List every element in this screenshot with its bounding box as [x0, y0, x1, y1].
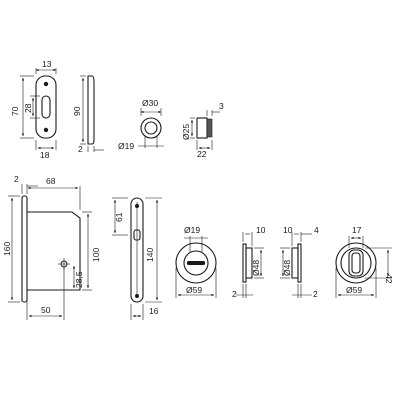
dim-side2-dia: Ø48: [282, 260, 292, 276]
dim-lock-backset: 50: [41, 305, 51, 315]
small-rose: Ø30 Ø19: [118, 98, 164, 151]
dim-strike-length: 90: [72, 106, 82, 116]
dim-lock-width: 68: [46, 176, 56, 186]
dim-lock-offset: 2: [14, 174, 19, 184]
dim-side2-top-a: 10: [283, 225, 293, 235]
dim-cyl-dia: Ø25: [181, 124, 191, 140]
mortise-lock-body: 2 68 160 100 28,5 50: [2, 174, 101, 320]
dim-plate-top: 61: [114, 212, 124, 222]
dim-strike-slot: 28: [23, 103, 33, 113]
dim-ring-outer: Ø59: [186, 285, 202, 295]
dim-pull-slot: 17: [352, 225, 362, 235]
dim-lock-center: 28,5: [74, 271, 84, 288]
dim-cyl-top: 3: [219, 101, 224, 111]
lock-face-plate: 61 140 16: [112, 197, 162, 320]
dim-lock-height: 160: [2, 242, 12, 256]
dim-side1-top: 10: [256, 225, 266, 235]
dim-side1-bottom: 2: [232, 289, 237, 299]
ring-side-view-1: 10 Ø48 2: [232, 225, 266, 299]
dim-strike-base: 18: [40, 150, 50, 160]
key-rose-ring: Ø19 Ø59: [175, 225, 217, 298]
flush-pull-handle: 17 Ø59 42: [335, 225, 394, 298]
dim-plate-width: 16: [149, 306, 159, 316]
dim-side1-dia: Ø48: [251, 260, 261, 276]
dim-plate-length: 140: [145, 248, 155, 262]
small-cylinder-side: 3 Ø25 22: [181, 101, 224, 159]
dim-strike-height: 70: [10, 106, 20, 116]
dim-rose-inner: Ø19: [118, 141, 134, 151]
strike-plate-front: 13 70 28 18: [10, 59, 57, 160]
dim-rose-outer: Ø30: [142, 98, 158, 108]
dim-pull-height: 42: [384, 274, 394, 284]
dim-side2-top-b: 4: [314, 225, 319, 235]
strike-plate-side: 90 2: [72, 75, 104, 154]
dim-cyl-len: 22: [197, 149, 207, 159]
dim-lock-body: 100: [91, 248, 101, 262]
ring-side-view-2: 10 4 Ø48 2: [280, 225, 319, 299]
dim-side2-bottom: 2: [313, 289, 318, 299]
dim-pull-outer: Ø59: [346, 285, 362, 295]
dim-strike-width: 13: [42, 59, 52, 69]
dim-strike-thickness: 2: [78, 144, 83, 154]
dim-ring-inner: Ø19: [184, 225, 200, 235]
